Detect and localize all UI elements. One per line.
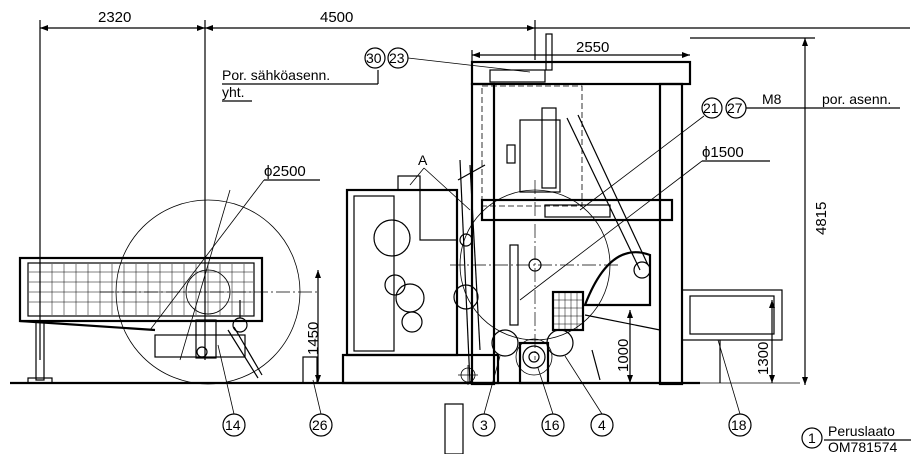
balloon-14	[222, 413, 246, 437]
dimension-1000: 1000	[615, 339, 632, 372]
diameter-2500: ϕ2500	[264, 163, 306, 180]
top-dimension-group	[39, 20, 910, 360]
balloon-21-label: 21	[703, 100, 719, 116]
press-section-a	[341, 159, 500, 385]
note-electrical-installation-2: yht.	[222, 84, 245, 100]
post-26	[302, 356, 318, 384]
dump-chute	[551, 251, 661, 381]
balloon-4	[590, 413, 614, 437]
foundation-label: Peruslaato	[828, 423, 895, 439]
diameter-1500: ϕ1500	[702, 144, 744, 161]
balloon-3-label: 3	[480, 417, 488, 433]
balloon-14-label: 14	[225, 417, 241, 433]
outrigger-18	[681, 289, 783, 383]
balloon-26	[309, 413, 333, 437]
balloon-23-label: 23	[389, 50, 405, 66]
foundation-code: OM781574	[828, 439, 897, 454]
dimension-1450: 1450	[305, 322, 322, 355]
dimension-1300: 1300	[755, 342, 772, 375]
balloon-26-label: 26	[312, 417, 328, 433]
section-marker-a: A	[418, 152, 428, 168]
dimension-4500: 4500	[320, 9, 353, 26]
conveyor-cage	[18, 256, 264, 384]
roller-3	[491, 329, 519, 357]
balloon-4-label: 4	[598, 417, 606, 433]
balloon-18-label: 18	[731, 417, 747, 433]
balloon-18	[728, 413, 752, 437]
balloon-30-label: 30	[366, 50, 382, 66]
dimension-4815-lines	[690, 37, 815, 385]
note-m8: M8	[762, 91, 782, 107]
balloon-16	[541, 413, 565, 437]
balloon-21	[701, 97, 723, 119]
dimension-4815: 4815	[813, 202, 830, 235]
note-drilling: por. asenn.	[822, 91, 891, 107]
roller-4	[546, 329, 574, 357]
balloon-16-label: 16	[544, 417, 560, 433]
roller-16	[522, 345, 546, 369]
balloon-1-label: 1	[808, 430, 816, 446]
main-frame	[470, 33, 692, 386]
balloon-3	[472, 413, 496, 437]
balloon-1	[801, 427, 823, 449]
balloon-27-label: 27	[727, 100, 743, 116]
note-electrical-installation: Por. sähköasenn.	[222, 67, 330, 83]
dimension-2550: 2550	[576, 39, 609, 56]
balloon-30	[364, 47, 386, 69]
dimension-2320: 2320	[98, 9, 131, 26]
